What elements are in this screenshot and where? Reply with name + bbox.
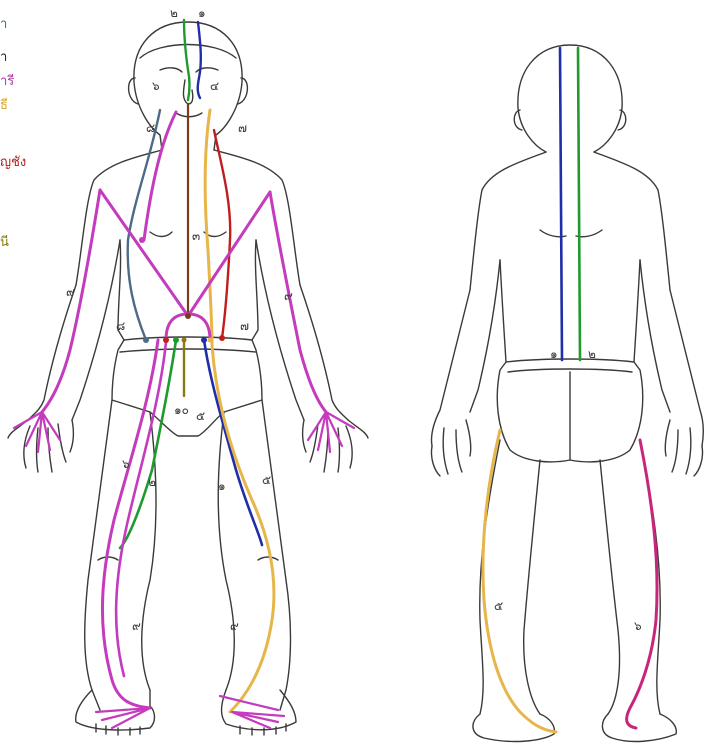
channel-blue-leg <box>204 340 262 545</box>
channel-magenta-left-leg <box>102 340 158 708</box>
label-groin-10: ๑๐ <box>174 403 189 417</box>
label-leg-6: ๖ <box>122 457 130 471</box>
back-figure-outline <box>431 45 703 741</box>
channel-blue-head <box>198 22 201 98</box>
channel-magenta-v <box>100 190 270 316</box>
label-leg-1: ๑ <box>218 479 226 493</box>
label-back-1: ๑ <box>550 347 558 361</box>
label-crown-2: ๒ <box>170 6 178 20</box>
channel-blue-back <box>560 48 562 360</box>
label-back-2: ๒ <box>588 347 596 361</box>
label-back-leg-6: ๖ <box>634 619 642 633</box>
channel-magenta-right-arm <box>270 192 326 412</box>
label-leg-5: ๕ <box>262 473 271 487</box>
label-face-6: ๖ <box>152 79 160 93</box>
front-channels <box>14 20 354 728</box>
channel-green-back <box>578 48 580 360</box>
label-waist-7: ๗ <box>240 319 249 333</box>
label-chest-3: ๓ <box>192 229 200 243</box>
channel-green-head <box>184 20 190 100</box>
channel-number-labels: ๒ ๑ ๖ ๔ ๘ ๗ ๓ ๙ ๙ ๘ ๗ ๑๐ ๕ ๖ ๒ ๑ ๕ ๙ ๙ ๑… <box>66 6 642 633</box>
label-calf-9: ๙ <box>132 619 141 633</box>
label-groin-5: ๕ <box>196 409 205 423</box>
label-shoulder-7: ๗ <box>238 121 247 135</box>
label-leg-2: ๒ <box>148 475 156 489</box>
label-waist-8: ๘ <box>116 319 125 333</box>
label-face-4: ๔ <box>210 79 219 93</box>
label-shoulder-8: ๘ <box>146 121 155 135</box>
channel-slate-trunk <box>128 110 160 340</box>
label-crown-1: ๑ <box>198 6 206 20</box>
label-arm-right-9: ๙ <box>284 289 293 303</box>
label-calf-right-9: ๙ <box>230 619 239 633</box>
label-arm-left-9: ๙ <box>66 285 75 299</box>
channel-pink-back <box>627 440 657 728</box>
label-back-leg-5: ๕ <box>494 599 503 613</box>
